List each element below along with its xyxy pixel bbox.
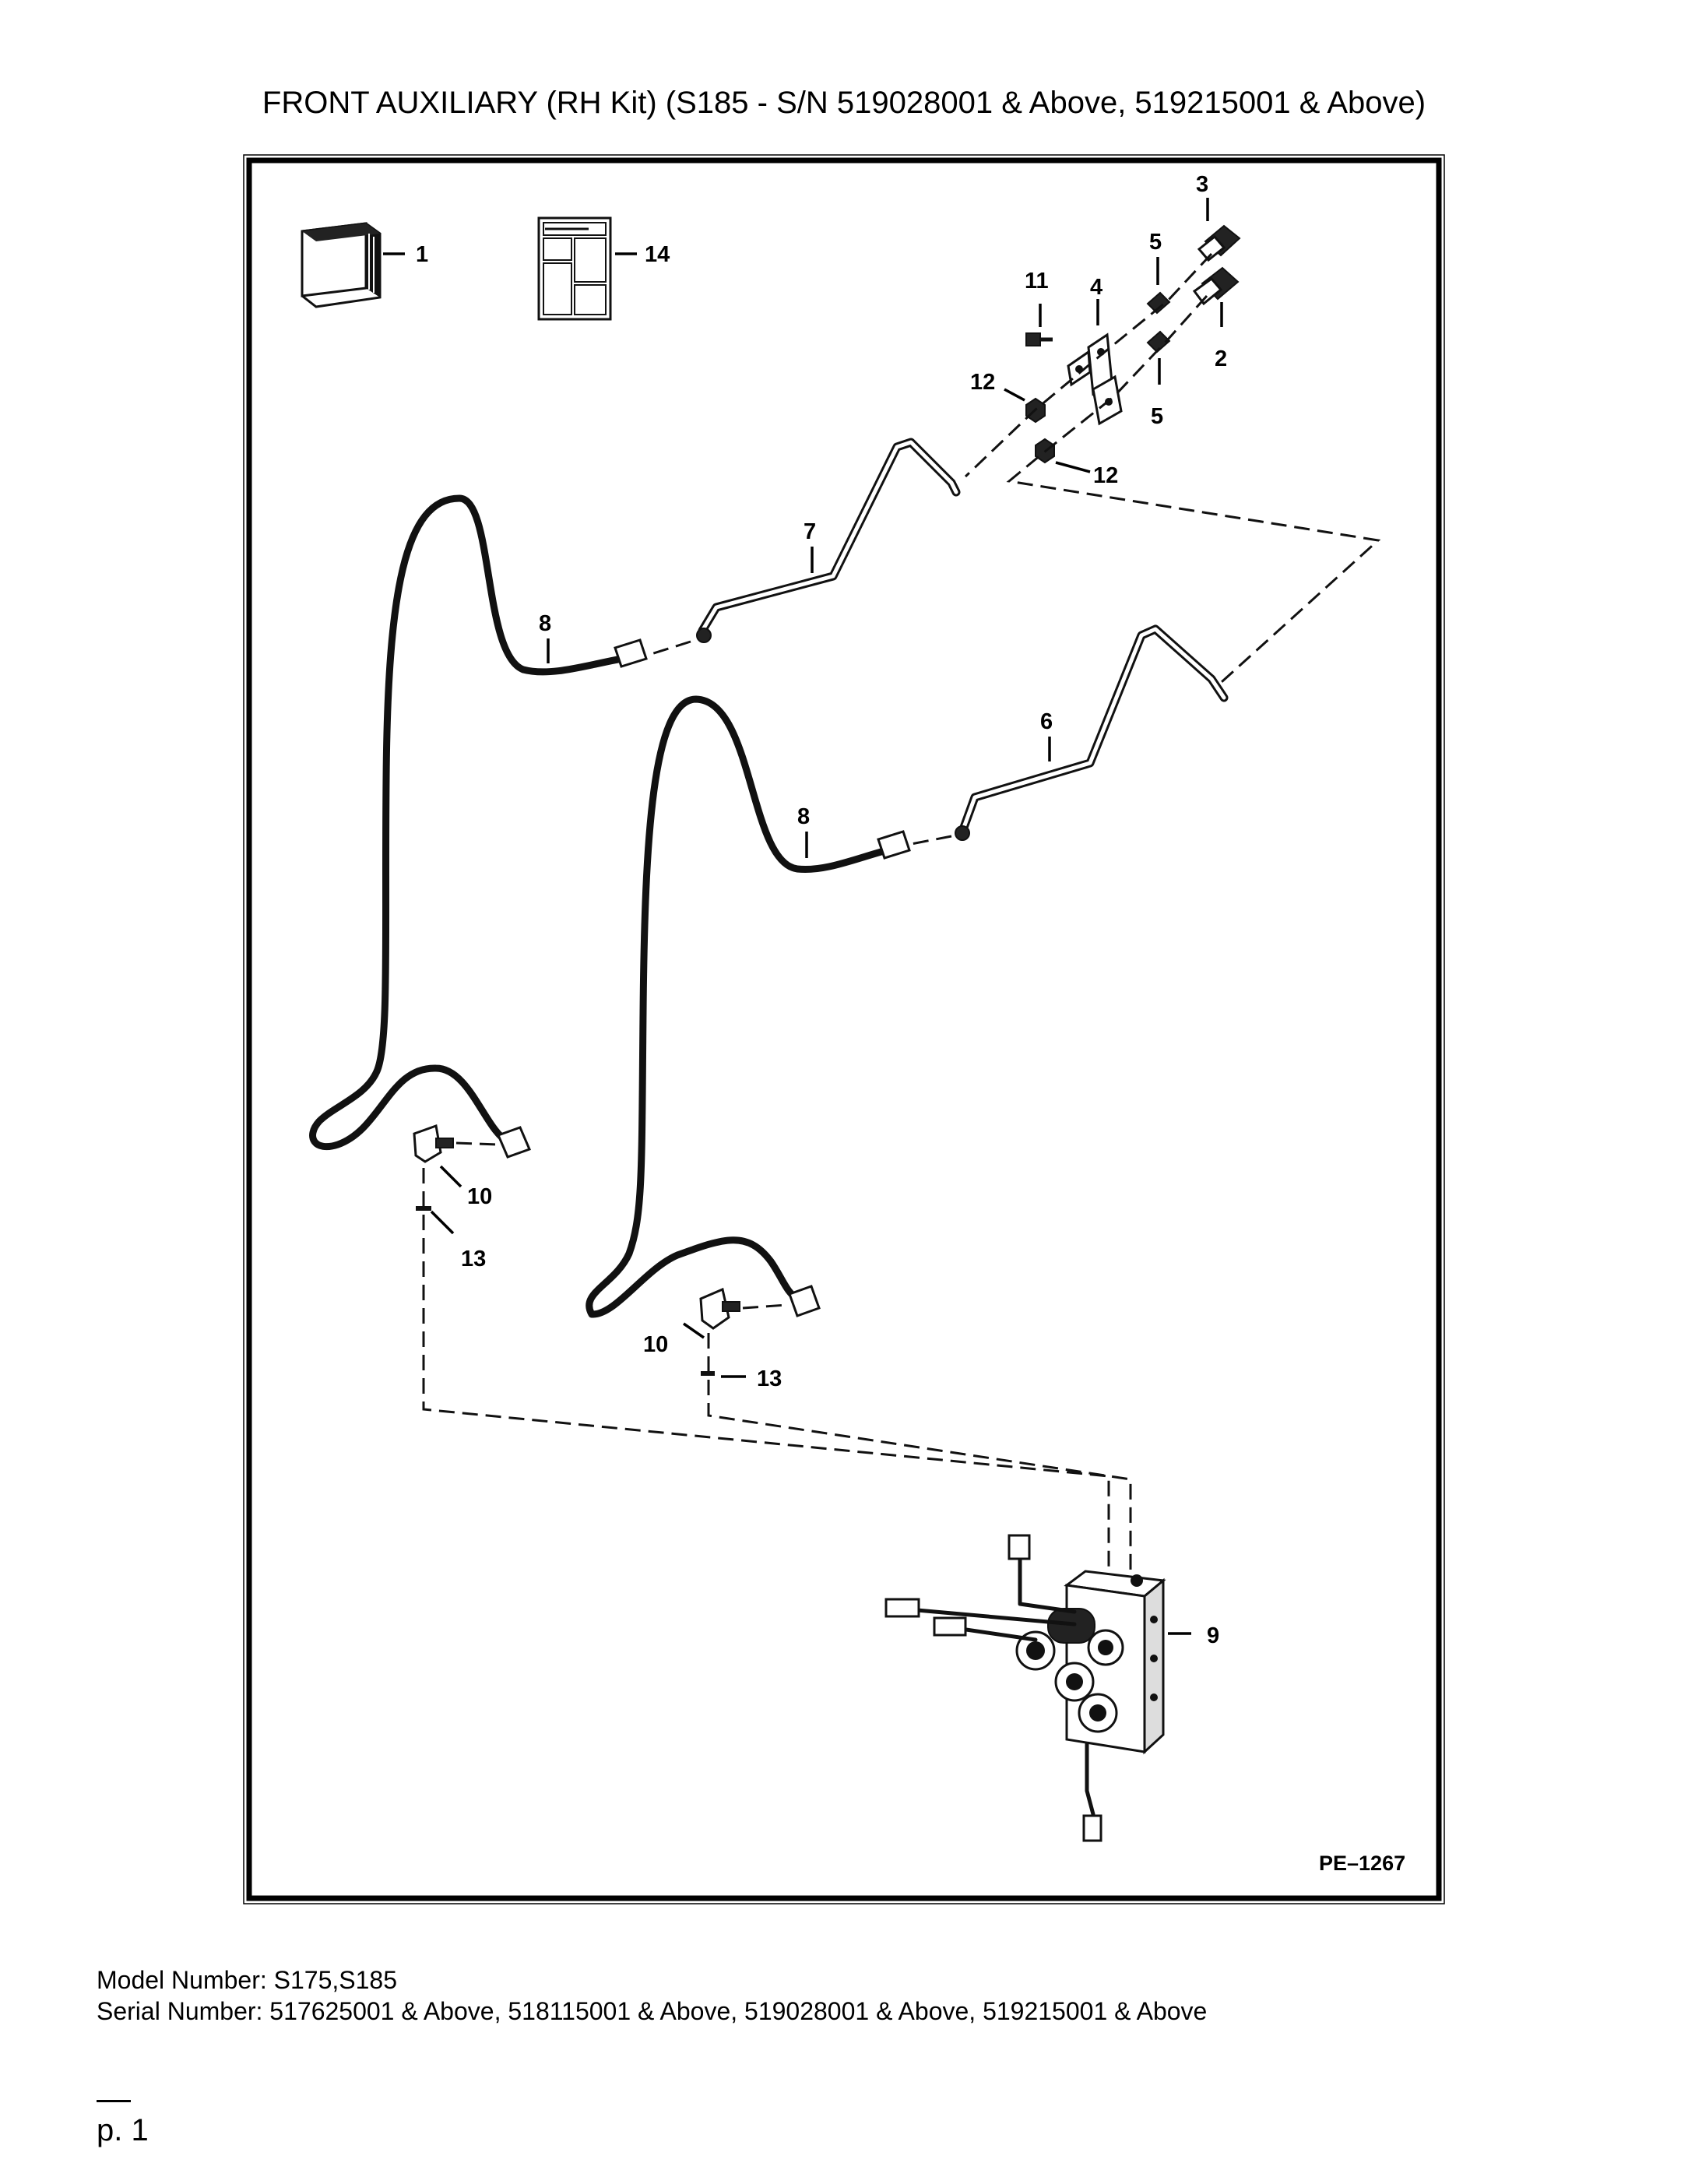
callout-5-upper: 5	[1149, 230, 1162, 255]
part-3-coupler	[1197, 224, 1241, 262]
assembly-line-upper	[964, 252, 1213, 478]
callout-6: 6	[1040, 709, 1053, 734]
callout-3: 3	[1196, 172, 1208, 197]
callout-14: 14	[645, 242, 670, 267]
page-title: FRONT AUXILIARY (RH Kit) (S185 - S/N 519…	[262, 86, 1426, 120]
serial-number: Serial Number: 517625001 & Above, 518115…	[97, 1997, 1208, 2025]
callout-9: 9	[1207, 1623, 1219, 1648]
part-6-tube	[955, 624, 1229, 841]
part-1-manual	[301, 222, 382, 308]
callout-12-upper: 12	[970, 370, 995, 395]
part-8-hose-upper	[309, 494, 648, 1159]
part-11-bolt	[1025, 332, 1053, 346]
callout-12-lower: 12	[1093, 463, 1118, 488]
part-9-valve	[884, 1534, 1166, 1842]
leader-10a	[439, 1165, 462, 1188]
callout-13-upper: 13	[461, 1247, 486, 1271]
part-2-coupler	[1192, 266, 1240, 306]
callout-11: 11	[1025, 269, 1049, 294]
leader-12a	[1004, 388, 1025, 402]
part-7-tube	[696, 438, 961, 643]
dash-10a	[455, 1141, 499, 1146]
dash-7-8	[645, 640, 691, 657]
leader-12b	[1055, 461, 1091, 473]
callout-7: 7	[804, 519, 816, 544]
part-10-elbow-lower	[699, 1287, 740, 1330]
part-5-adapter-upper	[1146, 291, 1171, 315]
leader-10b	[683, 1322, 705, 1339]
diagram-frame	[246, 157, 1442, 1901]
dash-10b	[742, 1303, 787, 1310]
assembly-line-valve-a	[422, 1168, 1110, 1570]
part-14-decal	[537, 216, 612, 321]
part-10-elbow-upper	[413, 1124, 454, 1163]
page-number: p. 1	[97, 2113, 149, 2147]
page-number-rule	[97, 2100, 131, 2102]
part-8-hose-lower	[586, 695, 911, 1318]
part-5-adapter-lower	[1146, 330, 1171, 353]
callout-8-upper: 8	[539, 611, 551, 636]
callout-13-lower: 13	[757, 1366, 782, 1391]
callout-4: 4	[1090, 275, 1102, 300]
callout-2: 2	[1215, 346, 1227, 371]
callout-10-upper: 10	[467, 1184, 492, 1209]
model-number: Model Number: S175,S185	[97, 1966, 397, 1994]
part-4-bracket	[1067, 332, 1123, 426]
callout-8-lower: 8	[797, 804, 810, 829]
drawing-code: PE–1267	[1319, 1852, 1405, 1875]
callout-1: 1	[416, 242, 428, 267]
dash-6-8	[902, 835, 952, 847]
callout-10-lower: 10	[643, 1332, 668, 1357]
assembly-line-lower	[1006, 295, 1381, 690]
diagram-frame-outer	[243, 154, 1445, 1904]
callout-5-lower: 5	[1151, 404, 1163, 429]
leader-13a	[430, 1210, 455, 1235]
